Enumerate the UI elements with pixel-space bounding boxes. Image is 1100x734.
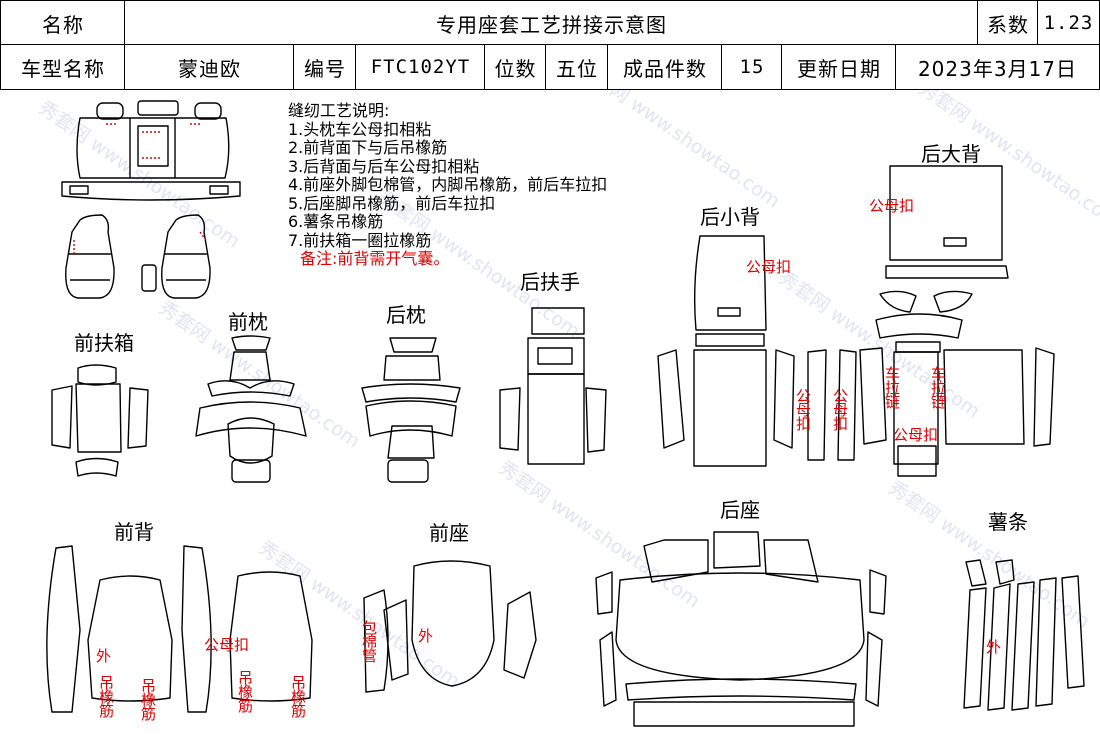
- coef-label: 系数: [977, 0, 1039, 46]
- label-rear-big-back: 后大背: [921, 142, 981, 166]
- seats-value: 五位: [545, 44, 609, 90]
- note-line: 7.前扶箱一圈拉橡筋: [288, 230, 432, 250]
- outer-note: 外: [986, 638, 1002, 656]
- strip-parts: [963, 559, 1085, 711]
- elastic-note-vertical: 吊橡筋: [289, 675, 307, 717]
- front-seat-parts: [363, 560, 537, 693]
- note-line: 5.后座脚吊橡筋，前后车拉扣: [288, 193, 496, 213]
- outer-note: 外: [96, 647, 112, 665]
- elastic-note-vertical: 吊橡筋: [236, 670, 254, 712]
- notes-heading: 缝纫工艺说明:: [288, 101, 390, 120]
- elastic-note-vertical: 吊橡筋: [97, 675, 115, 717]
- seat-overview: [61, 100, 241, 299]
- front-headrest-parts: [195, 335, 307, 483]
- elastic-note-vertical: 吊橡筋: [139, 678, 157, 720]
- sewing-notes: 缝纫工艺说明: 1.头枕车公母扣相粘 2.前背面下与后吊橡筋 3.后背面与后车公…: [288, 101, 608, 269]
- rear-armrest-parts: [499, 307, 607, 465]
- name-label: 名称: [0, 0, 126, 46]
- note-line: 1.头枕车公母扣相粘: [288, 119, 432, 139]
- header-table: 名称 专用座套工艺拼接示意图 系数 1.23 车型名称 蒙迪欧 编号 FTC10…: [0, 0, 1100, 90]
- label-strips: 薯条: [988, 510, 1028, 534]
- rear-big-back-parts: [859, 165, 1055, 477]
- label-rear-small-back: 后小背: [700, 205, 760, 229]
- note-line: 6.薯条吊橡筋: [288, 212, 384, 231]
- snap-note: 公母扣: [746, 258, 792, 276]
- label-front-headrest: 前枕: [228, 310, 268, 334]
- snap-note: 公母扣: [869, 197, 915, 215]
- front-armrest-parts: [51, 364, 149, 477]
- model-label: 车型名称: [0, 44, 126, 90]
- snap-note: 公母扣: [204, 636, 250, 654]
- note-line: 2.前背面下与后吊橡筋: [288, 138, 448, 157]
- note-line: 4.前座外脚包棉管，内脚吊橡筋，前后车拉扣: [288, 175, 608, 194]
- cotton-note-vertical: 包棉管: [360, 620, 378, 662]
- snap-note-vertical: 公母扣: [831, 388, 849, 430]
- label-rear-armrest: 后扶手: [520, 270, 580, 294]
- snap-note: 公母扣: [893, 426, 939, 444]
- code-value: FTC102YT: [355, 44, 486, 90]
- pieces-value: 15: [721, 44, 783, 90]
- code-label: 编号: [293, 44, 357, 90]
- coef-value: 1.23: [1037, 0, 1100, 46]
- rear-seat-parts: [595, 531, 887, 727]
- seats-label: 位数: [484, 44, 547, 90]
- pieces-label: 成品件数: [607, 44, 723, 90]
- label-rear-headrest: 后枕: [386, 303, 426, 327]
- label-front-seat: 前座: [429, 521, 469, 545]
- zip-note-vertical: 车拉链: [929, 366, 947, 408]
- rear-headrest-parts: [361, 337, 461, 483]
- label-rear-seat: 后座: [720, 498, 760, 522]
- rear-small-back-parts: [657, 235, 857, 467]
- label-front-back: 前背: [114, 520, 154, 544]
- zip-note-vertical: 车拉链: [883, 366, 901, 408]
- front-back-parts: [46, 545, 313, 713]
- notes-remark: 备注:前背需开气囊。: [300, 249, 450, 268]
- outer-note: 外: [418, 627, 434, 645]
- note-line: 3.后背面与后车公母扣相粘: [288, 156, 480, 176]
- snap-note-vertical: 公母扣: [794, 388, 812, 430]
- label-front-armrest: 前扶箱: [74, 331, 134, 355]
